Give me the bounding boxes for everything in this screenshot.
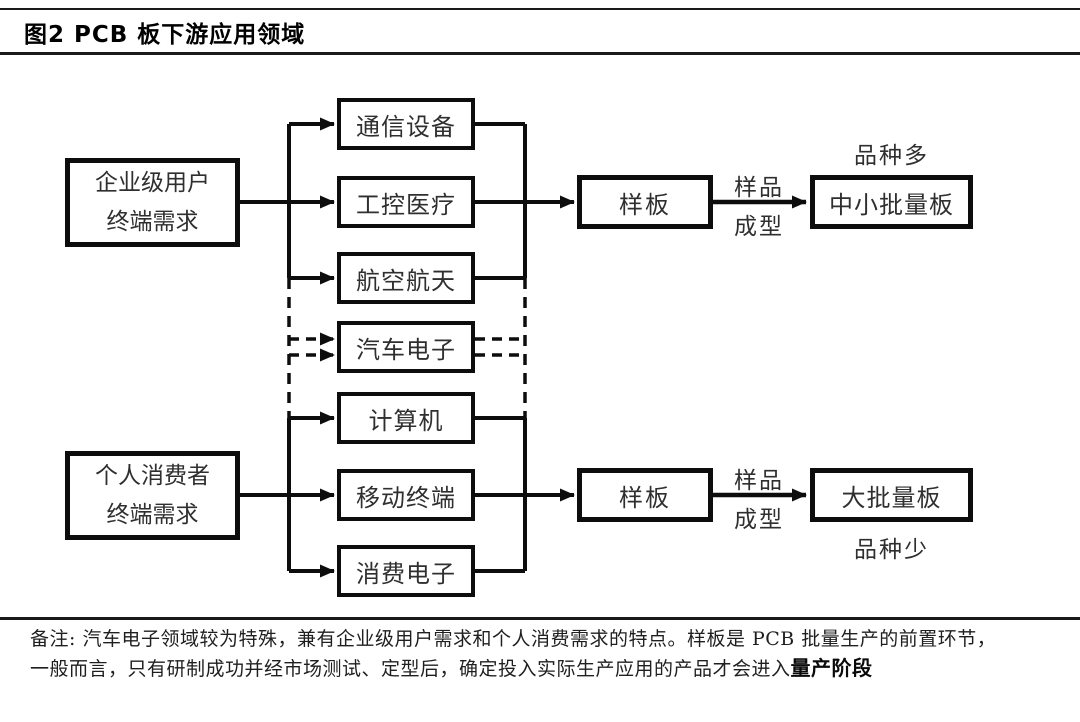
arrow-label-sample-forming-top-line2: 成型 [734,214,784,240]
box-aerospace: 航空航天 [337,252,475,304]
box-automotive-electronics: 汽车电子 [337,321,475,373]
dashed-auto-output-stubs [475,337,525,357]
title-underline-rule [0,52,1080,55]
footnote-line2-bold: 量产阶段 [790,656,873,680]
box-enterprise-demand: 企业级用户 终端需求 [65,158,240,247]
box-sample-board-top: 样板 [577,175,713,229]
consumer-demand-line1: 个人消费者 [95,462,210,489]
variety-note-many: 品种多 [854,143,929,169]
box-communication-equipment: 通信设备 [337,98,475,150]
variety-note-few: 品种少 [854,537,929,563]
arrow-label-sample-forming-top-line1: 样品 [734,175,784,201]
box-mid-small-batch: 中小批量板 [810,175,973,229]
enterprise-demand-line2: 终端需求 [106,208,199,235]
enterprise-demand-line1: 企业级用户 [95,169,210,196]
box-mobile-terminal: 移动终端 [337,469,475,521]
figure-title: 图2 PCB 板下游应用领域 [24,22,306,48]
arrow-label-sample-forming-bottom-line1: 样品 [734,468,784,494]
consumer-trunk-line [240,418,291,571]
box-sample-board-bottom: 样板 [577,468,713,522]
box-computer: 计算机 [337,392,475,444]
consumer-demand-line2: 终端需求 [106,501,199,528]
enterprise-trunk-line [240,124,291,278]
box-consumer-demand: 个人消费者 终端需求 [65,451,240,540]
box-industrial-medical: 工控医疗 [337,176,475,228]
footnote-line1: 备注: 汽车电子领域较为特殊，兼有企业级用户需求和个人消费需求的特点。样板是 P… [30,628,997,650]
arrow-label-sample-forming-bottom-line2: 成型 [734,507,784,533]
footnote-line2-text: 一般而言，只有研制成功并经市场测试、定型后，确定投入实际生产应用的产品才会进入 [30,658,791,680]
box-large-batch: 大批量板 [810,468,973,522]
box-consumer-electronics: 消费电子 [337,545,475,597]
footnote-line2: 一般而言，只有研制成功并经市场测试、定型后，确定投入实际生产应用的产品才会进入量… [30,654,1060,684]
top-rule [0,8,1080,10]
footnote: 备注: 汽车电子领域较为特殊，兼有企业级用户需求和个人消费需求的特点。样板是 P… [30,625,1060,684]
footnote-rule [0,617,1080,620]
